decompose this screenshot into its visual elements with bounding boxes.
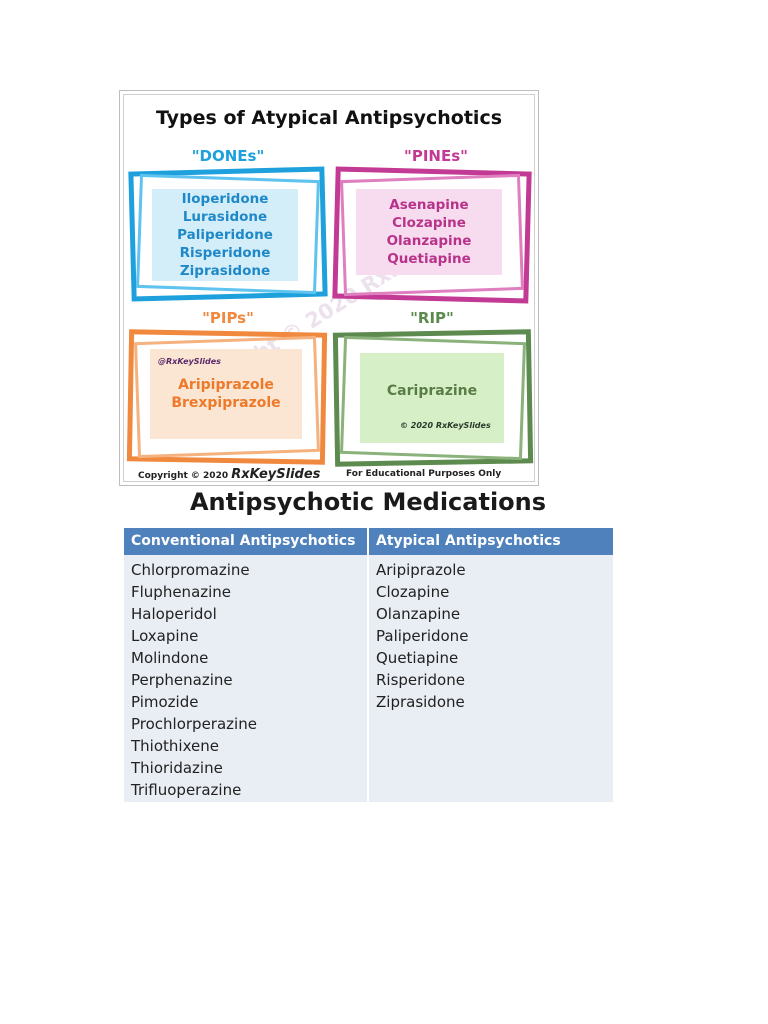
list-item: Paliperidone bbox=[376, 627, 469, 645]
list-item: Haloperidol bbox=[131, 605, 217, 623]
drug-clozapine: Clozapine bbox=[392, 215, 466, 231]
list-item: Olanzapine bbox=[376, 605, 461, 623]
medications-table: Conventional Antipsychotics Atypical Ant… bbox=[124, 528, 613, 802]
dones-label: "DONEs" bbox=[191, 147, 265, 165]
pines-drug-box: Asenapine Clozapine Olanzapine Quetiapin… bbox=[356, 189, 502, 275]
pips-drug-box: Aripiprazole Brexpiprazole bbox=[150, 349, 302, 439]
footer-educational-note: For Educational Purposes Only bbox=[346, 469, 502, 479]
medications-title: Antipsychotic Medications bbox=[189, 488, 547, 516]
rip-drug-box: Cariprazine bbox=[360, 353, 504, 443]
rip-handle: © 2020 RxKeySlides bbox=[400, 421, 491, 430]
drug-brexpiprazole: Brexpiprazole bbox=[171, 395, 281, 411]
atypical-column: Aripiprazole Clozapine Olanzapine Palipe… bbox=[369, 555, 613, 802]
drug-risperidone: Risperidone bbox=[179, 245, 271, 261]
list-item: Clozapine bbox=[376, 583, 450, 601]
footer-copyright-text: Copyright © 2020 bbox=[138, 471, 229, 481]
drug-lurasidone: Lurasidone bbox=[182, 209, 268, 225]
list-item: Pimozide bbox=[131, 693, 199, 711]
drug-quetiapine: Quetiapine bbox=[387, 251, 471, 267]
drug-asenapine: Asenapine bbox=[389, 197, 469, 213]
list-item: Aripiprazole bbox=[376, 561, 466, 579]
list-item: Prochlorperazine bbox=[131, 715, 257, 733]
conventional-column: Chlorpromazine Fluphenazine Haloperidol … bbox=[124, 555, 367, 802]
list-item: Fluphenazine bbox=[131, 583, 232, 601]
footer-brand: RxKeySlides bbox=[231, 467, 321, 482]
drug-ziprasidone: Ziprasidone bbox=[179, 263, 271, 279]
drug-iloperidone: Iloperidone bbox=[181, 191, 269, 207]
list-item: Risperidone bbox=[376, 671, 465, 689]
drug-paliperidone: Paliperidone bbox=[177, 227, 273, 243]
drug-olanzapine: Olanzapine bbox=[386, 233, 472, 249]
list-item: Chlorpromazine bbox=[131, 561, 250, 579]
rip-label: "RIP" bbox=[410, 309, 454, 327]
pips-label: "PIPs" bbox=[202, 309, 254, 327]
list-item: Trifluoperazine bbox=[131, 781, 242, 799]
list-item: Ziprasidone bbox=[376, 693, 465, 711]
conventional-header: Conventional Antipsychotics bbox=[124, 528, 367, 555]
drug-aripiprazole: Aripiprazole bbox=[178, 377, 274, 393]
pips-handle: @RxKeySlides bbox=[158, 357, 221, 366]
dones-drug-box: Iloperidone Lurasidone Paliperidone Risp… bbox=[152, 189, 298, 281]
list-item: Thioridazine bbox=[131, 759, 223, 777]
list-item: Loxapine bbox=[131, 627, 199, 645]
pines-label: "PINEs" bbox=[404, 147, 468, 165]
list-item: Thiothixene bbox=[131, 737, 219, 755]
drug-cariprazine: Cariprazine bbox=[386, 383, 478, 399]
atypical-header: Atypical Antipsychotics bbox=[369, 528, 613, 555]
infographic-card: Types of Atypical Antipsychotics Copyrig… bbox=[119, 90, 539, 486]
list-item: Quetiapine bbox=[376, 649, 459, 667]
list-item: Molindone bbox=[131, 649, 209, 667]
list-item: Perphenazine bbox=[131, 671, 233, 689]
infographic-title: Types of Atypical Antipsychotics bbox=[155, 107, 503, 129]
footer-copyright: Copyright © 2020 RxKeySlides bbox=[138, 467, 320, 482]
